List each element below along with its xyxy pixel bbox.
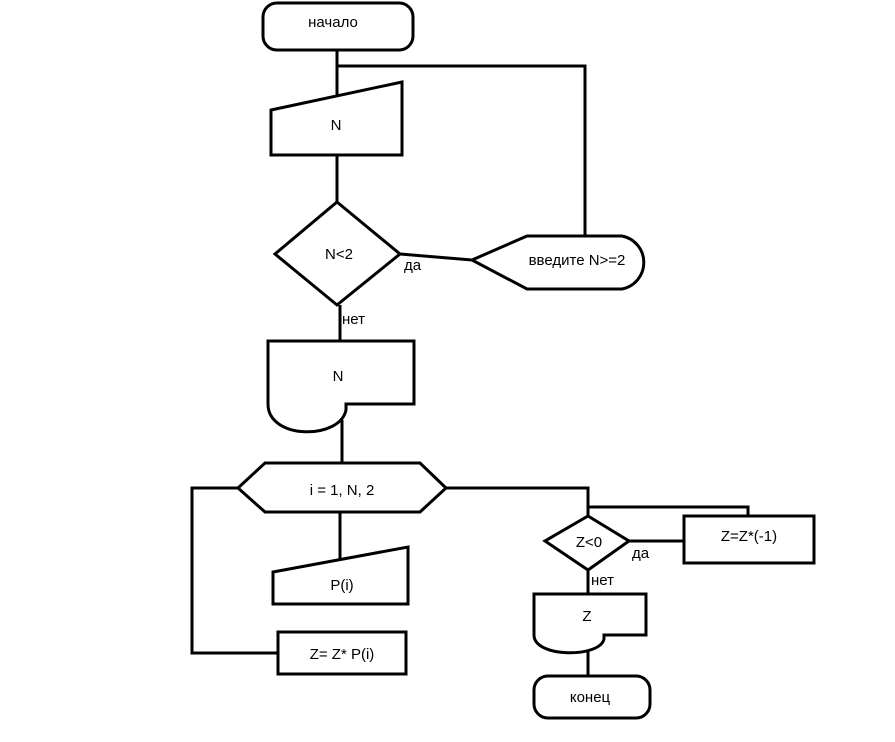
connector-loopback-top	[337, 64, 587, 236]
connector-negate-return	[588, 505, 750, 516]
input-n-block: N	[269, 80, 404, 157]
calc-z-label: Z= Z* P(i)	[310, 646, 375, 663]
print-z-label: Z	[582, 608, 591, 625]
decision-n-label: N<2	[325, 246, 353, 263]
connector-loop-exit	[446, 486, 590, 516]
print-n-block: N	[266, 339, 416, 434]
loop-label: i = 1, N, 2	[310, 482, 375, 499]
no-label-1: нет	[342, 311, 365, 328]
print-n-label: N	[333, 368, 344, 385]
start-terminator: начало	[261, 1, 415, 52]
end-terminator: конец	[532, 674, 652, 720]
yes-label-2: да	[632, 545, 650, 562]
yes-label-1: да	[404, 257, 422, 274]
connector-loop-back	[190, 486, 278, 655]
calc-z-block: Z= Z* P(i)	[276, 630, 408, 676]
start-label: начало	[308, 14, 358, 31]
error-display-block: введите N>=2	[468, 234, 646, 291]
negate-z-label: Z=Z*(-1)	[721, 528, 777, 545]
loop-block: i = 1, N, 2	[235, 461, 449, 514]
input-p-label: P(i)	[330, 577, 353, 594]
connectors	[190, 50, 750, 676]
print-z-block: Z	[532, 592, 648, 655]
error-display-label: введите N>=2	[529, 252, 626, 269]
input-p-block: P(i)	[271, 545, 410, 606]
decision-z-block: Z<0	[542, 514, 632, 572]
end-label: конец	[570, 689, 611, 706]
decision-n-block: N<2	[272, 200, 403, 307]
no-label-2: нет	[591, 572, 614, 589]
decision-z-label: Z<0	[576, 534, 602, 551]
negate-z-block: Z=Z*(-1)	[682, 514, 816, 565]
input-n-label: N	[331, 117, 342, 134]
connector-cond-to-error	[399, 252, 473, 262]
